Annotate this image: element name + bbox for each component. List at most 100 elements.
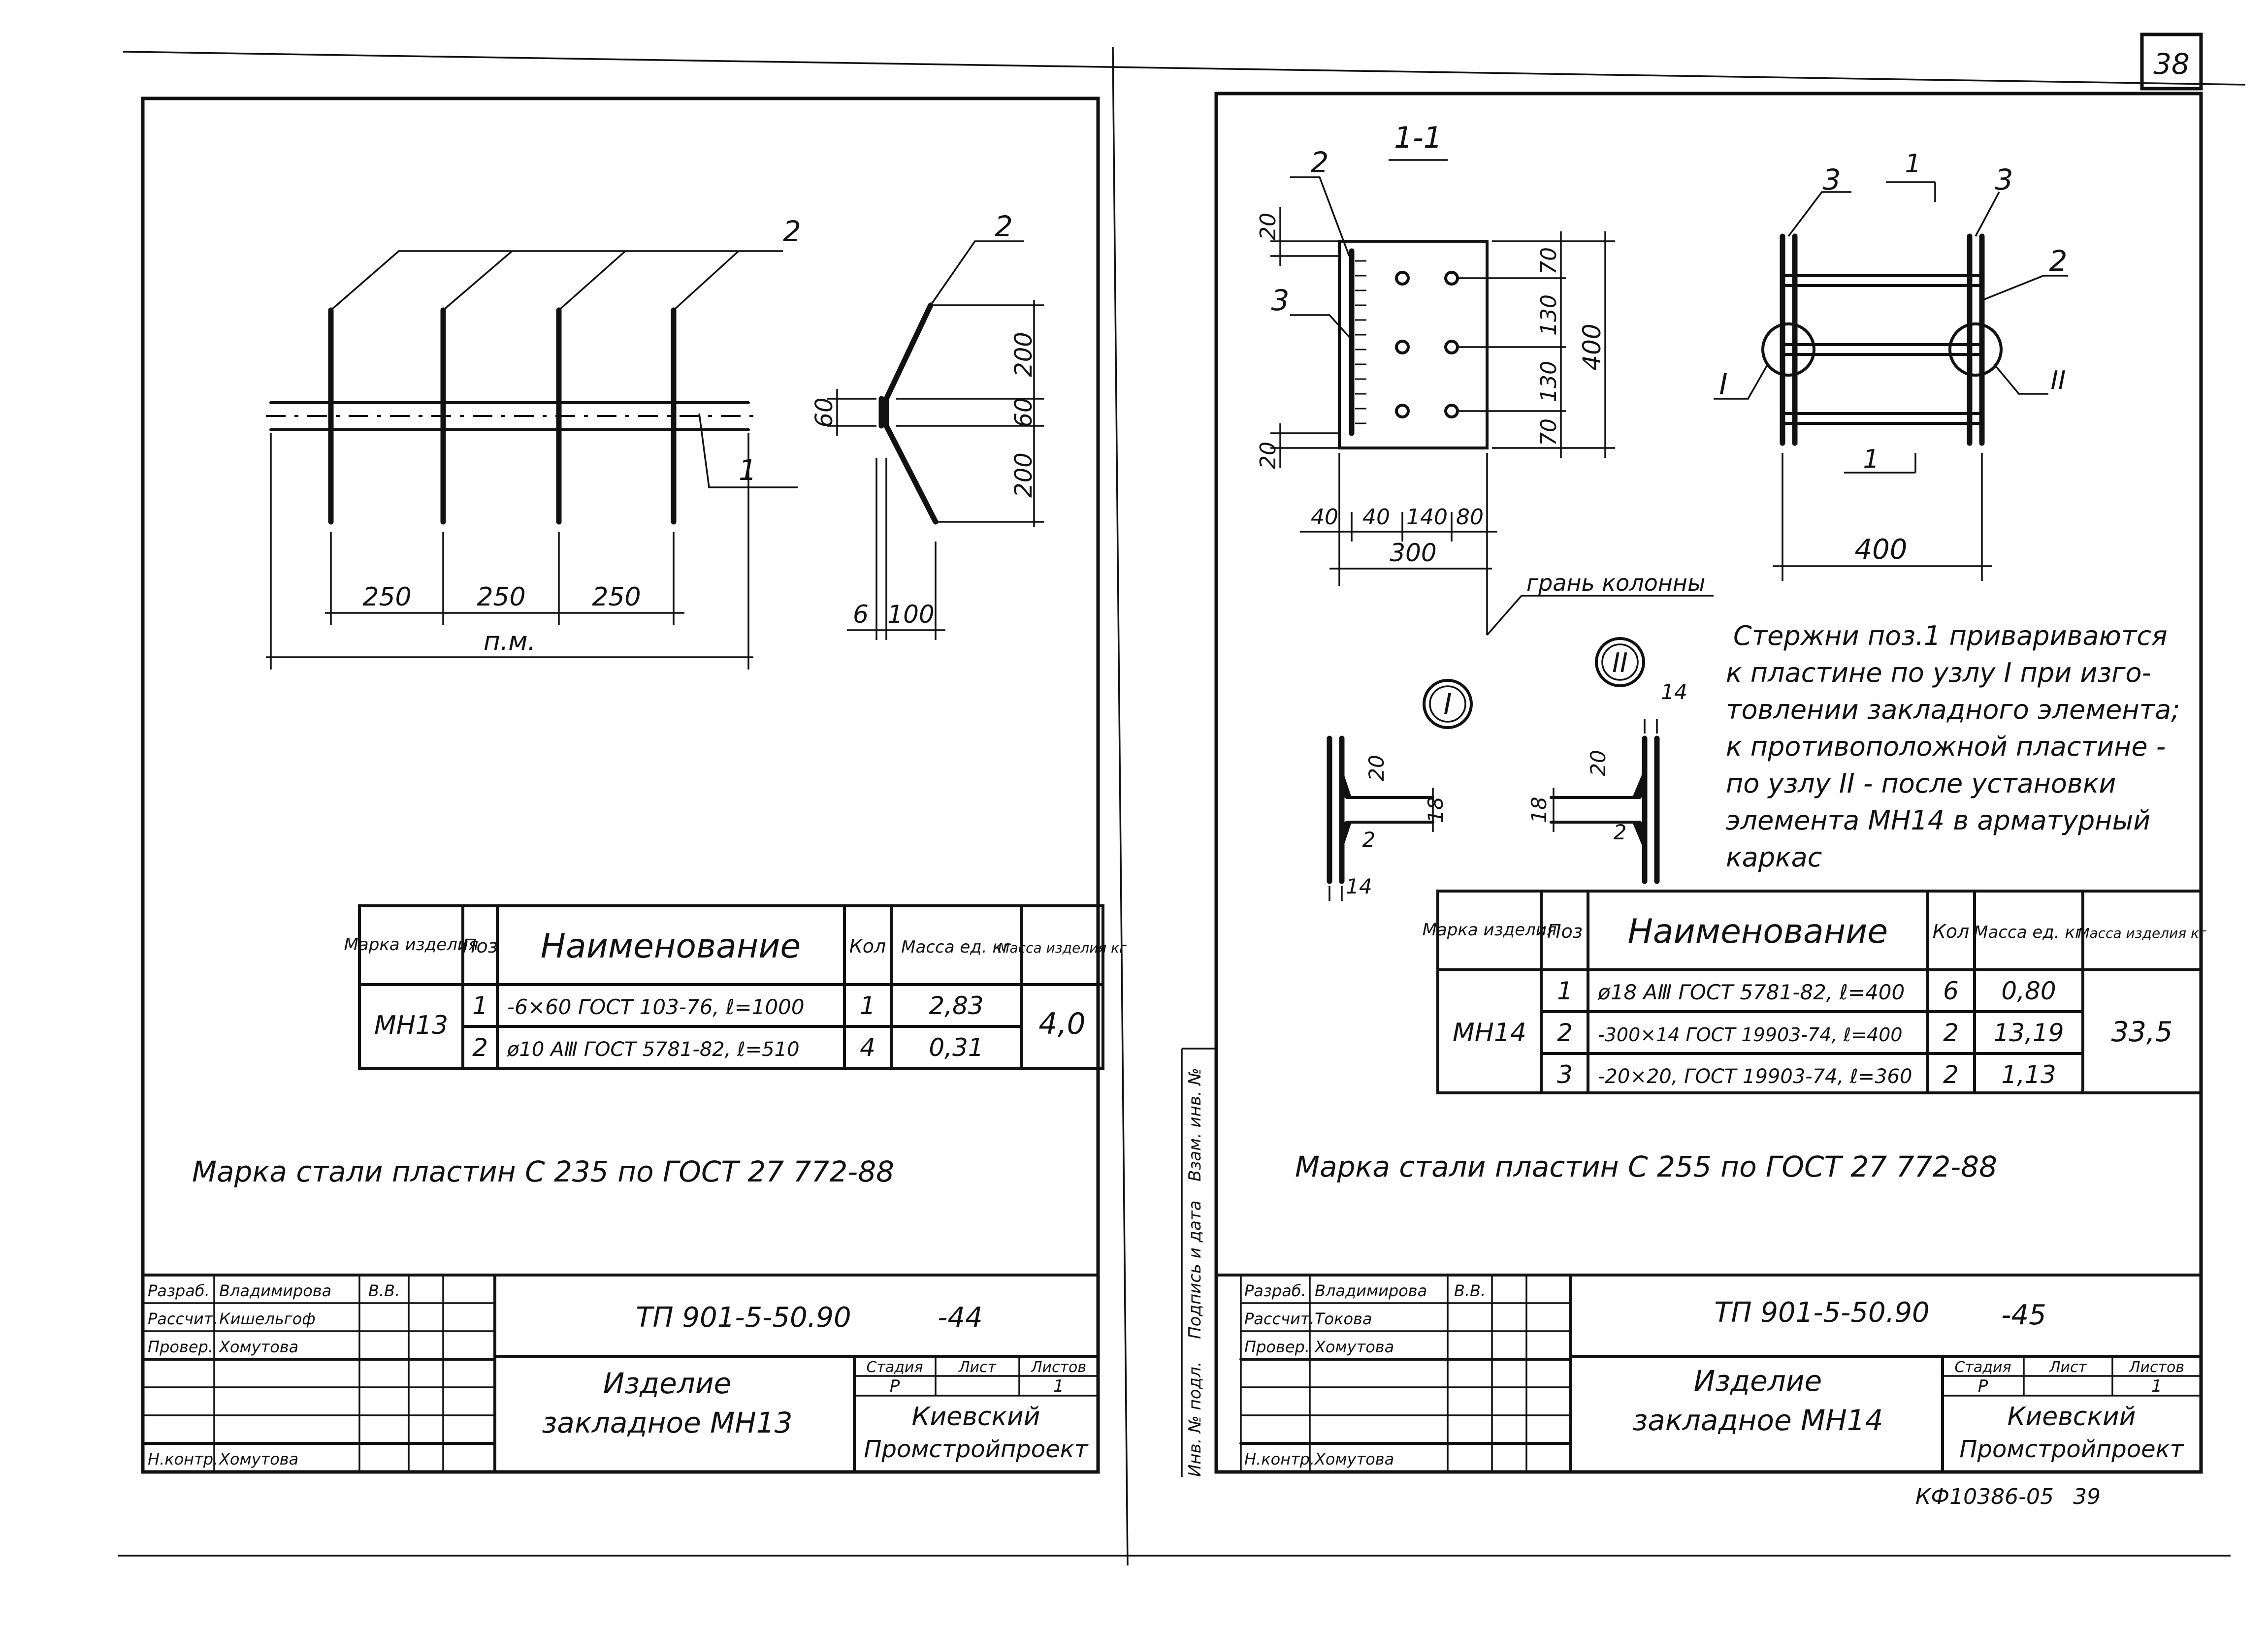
instruction-line-7: каркас	[1726, 842, 1822, 873]
mn13-row1-pos: 1	[472, 991, 488, 1020]
dim-w80: 80	[1456, 505, 1484, 530]
mn14-role-7: Н.контр.	[1244, 1450, 1315, 1468]
dim-h130-b: 130	[1536, 361, 1561, 402]
mn14-header-name: Наименование	[1628, 912, 1888, 951]
mn13-name-1: Владимирова	[219, 1281, 331, 1300]
mn14-section-view	[1270, 176, 1714, 636]
mn14-stage-value: Р	[1978, 1376, 1988, 1396]
detail-node-1-label: I	[1443, 687, 1452, 721]
mn13-row2-unit-mass: 0,31	[929, 1033, 983, 1062]
mn13-item-title-2: закладное МН13	[542, 1406, 792, 1439]
mn13-stage-value: Р	[890, 1376, 900, 1396]
instruction-line-3: товлении закладного элемента;	[1726, 694, 2180, 725]
mn14-header-pos: Поз	[1547, 921, 1583, 942]
mn13-header-mark: Марка изделия	[344, 935, 479, 955]
mn14-row2-pos: 2	[1557, 1019, 1573, 1047]
mn13-header-unit-mass: Масса ед. кг	[901, 937, 1012, 957]
mn14-sheet-suffix: -45	[2001, 1299, 2046, 1331]
callout-plate: 1	[739, 453, 757, 487]
dim-h130-a: 130	[1536, 294, 1561, 336]
side-stamp-1: Инв. № подл.	[1185, 1361, 1205, 1477]
mn13-role-3: Провер.	[148, 1338, 213, 1356]
mn13-role-1: Разраб.	[148, 1281, 210, 1300]
mn14-role-3: Провер.	[1244, 1338, 1310, 1356]
dim-v20-top: 20	[1256, 213, 1281, 240]
mn13-header-pos: Поз	[462, 935, 498, 957]
node-details	[1327, 637, 1660, 901]
mn14-callout-side-2: 2	[2049, 244, 2068, 278]
mn13-header-name: Наименование	[541, 927, 801, 966]
mn14-row3-unit-mass: 1,13	[2001, 1060, 2056, 1089]
mn14-sheet-label: Лист	[2049, 1359, 2088, 1376]
mn14-item-title-2: закладное МН14	[1632, 1404, 1883, 1437]
mn13-item-title-1: Изделие	[603, 1367, 731, 1400]
mn14-item-title-1: Изделие	[1694, 1364, 1822, 1398]
mn14-doc-code: ТП 901-5-50.90	[1714, 1297, 1929, 1329]
mn13-sheets-label: Листов	[1031, 1359, 1086, 1376]
sheet-borders	[118, 32, 2246, 1566]
mn14-total-mass: 33,5	[2111, 1016, 2173, 1048]
mn14-steel-note: Марка стали пластин С 255 по ГОСТ 27 772…	[1295, 1150, 1997, 1183]
detail-dim-20-a: 20	[1364, 755, 1389, 781]
mn13-title-block	[141, 1274, 1100, 1473]
mn13-row1-qty: 1	[860, 991, 875, 1020]
mn13-name-2: Кишельгоф	[219, 1309, 316, 1328]
mn14-name-7: Хомутова	[1314, 1450, 1394, 1468]
mn14-signature-1: В.В.	[1454, 1281, 1486, 1300]
mn14-spec-table	[1436, 890, 2203, 1094]
detail-dim-14-a: 14	[1346, 874, 1372, 898]
dim-overall: п.м.	[484, 627, 536, 656]
dim-side-100: 100	[887, 600, 934, 629]
instruction-line-2: к пластине по узлу I при изго-	[1726, 657, 2151, 688]
mn13-signature-1: В.В.	[368, 1281, 400, 1300]
mn13-row2-pos: 2	[472, 1033, 488, 1062]
mn13-spec-table	[358, 904, 1104, 1070]
archive-code: КФ10386-05	[1915, 1484, 2054, 1509]
mn13-sheets-value: 1	[1053, 1376, 1064, 1396]
dim-w140: 140	[1406, 505, 1448, 530]
mn13-role-2: Рассчит.	[148, 1309, 218, 1328]
dim-250-b: 250	[477, 582, 525, 612]
mn13-name-7: Хомутова	[218, 1450, 298, 1468]
mn14-callout-plate: 2	[1311, 146, 1329, 179]
mn14-header-mark: Марка изделия	[1423, 920, 1557, 940]
mn13-sheet-suffix: -44	[938, 1302, 982, 1334]
mn14-stage-label: Стадия	[1954, 1359, 2011, 1376]
dim-h70-bottom: 70	[1536, 418, 1561, 446]
dim-side-60: 60	[1010, 397, 1037, 427]
mn14-header-item-mass: Масса изделия кг	[2077, 925, 2206, 941]
instruction-line-6: элемента МН14 в арматурный	[1726, 805, 2150, 836]
detail-dim-2-a: 2	[1362, 828, 1376, 852]
dim-w40b: 40	[1362, 505, 1390, 530]
mn13-row1-name: -6×60 ГОСТ 103-76, ℓ=1000	[507, 995, 805, 1019]
dim-250-a: 250	[362, 582, 411, 612]
mn13-row2-qty: 4	[860, 1033, 875, 1062]
dim-side-200-top: 200	[1010, 332, 1037, 377]
dim-v20-bottom: 20	[1256, 442, 1281, 469]
mn14-callout-node-2: II	[2051, 366, 2066, 395]
page-number-top: 38	[2153, 47, 2190, 81]
detail-node-2-label: II	[1612, 647, 1628, 678]
mn14-elevation-view	[1714, 181, 2068, 581]
mn14-row1-unit-mass: 0,80	[2001, 977, 2056, 1005]
mn14-header-unit-mass: Масса ед. кг	[1974, 923, 2084, 942]
side-stamp-3: Взам. инв. №	[1185, 1068, 1205, 1181]
mn14-callout-top-right-3: 3	[1995, 163, 2013, 196]
mn14-row2-name: -300×14 ГОСТ 19903-74, ℓ=400	[1598, 1024, 1903, 1046]
mn13-org-2: Промстройпроект	[864, 1436, 1089, 1463]
mn14-callout-angle: 3	[1271, 284, 1290, 317]
mn14-row2-unit-mass: 13,19	[1993, 1019, 2064, 1047]
dim-side-200-bottom: 200	[1010, 452, 1037, 498]
mn13-role-7: Н.контр.	[148, 1450, 218, 1468]
side-stamp-2: Подпись и дата	[1185, 1200, 1205, 1339]
mn14-callout-node-1: I	[1719, 367, 1727, 401]
dim-side-60-left: 60	[810, 397, 838, 427]
archive-page: 39	[2073, 1484, 2101, 1509]
mn14-callout-top-left-3: 3	[1823, 163, 1841, 196]
mn13-plan-view	[266, 250, 798, 670]
mn13-name-3: Хомутова	[218, 1338, 298, 1356]
detail-dim-18-a: 18	[1424, 797, 1448, 823]
column-face-label: грань колонны	[1526, 570, 1705, 596]
dim-w400-elev: 400	[1855, 534, 1908, 566]
